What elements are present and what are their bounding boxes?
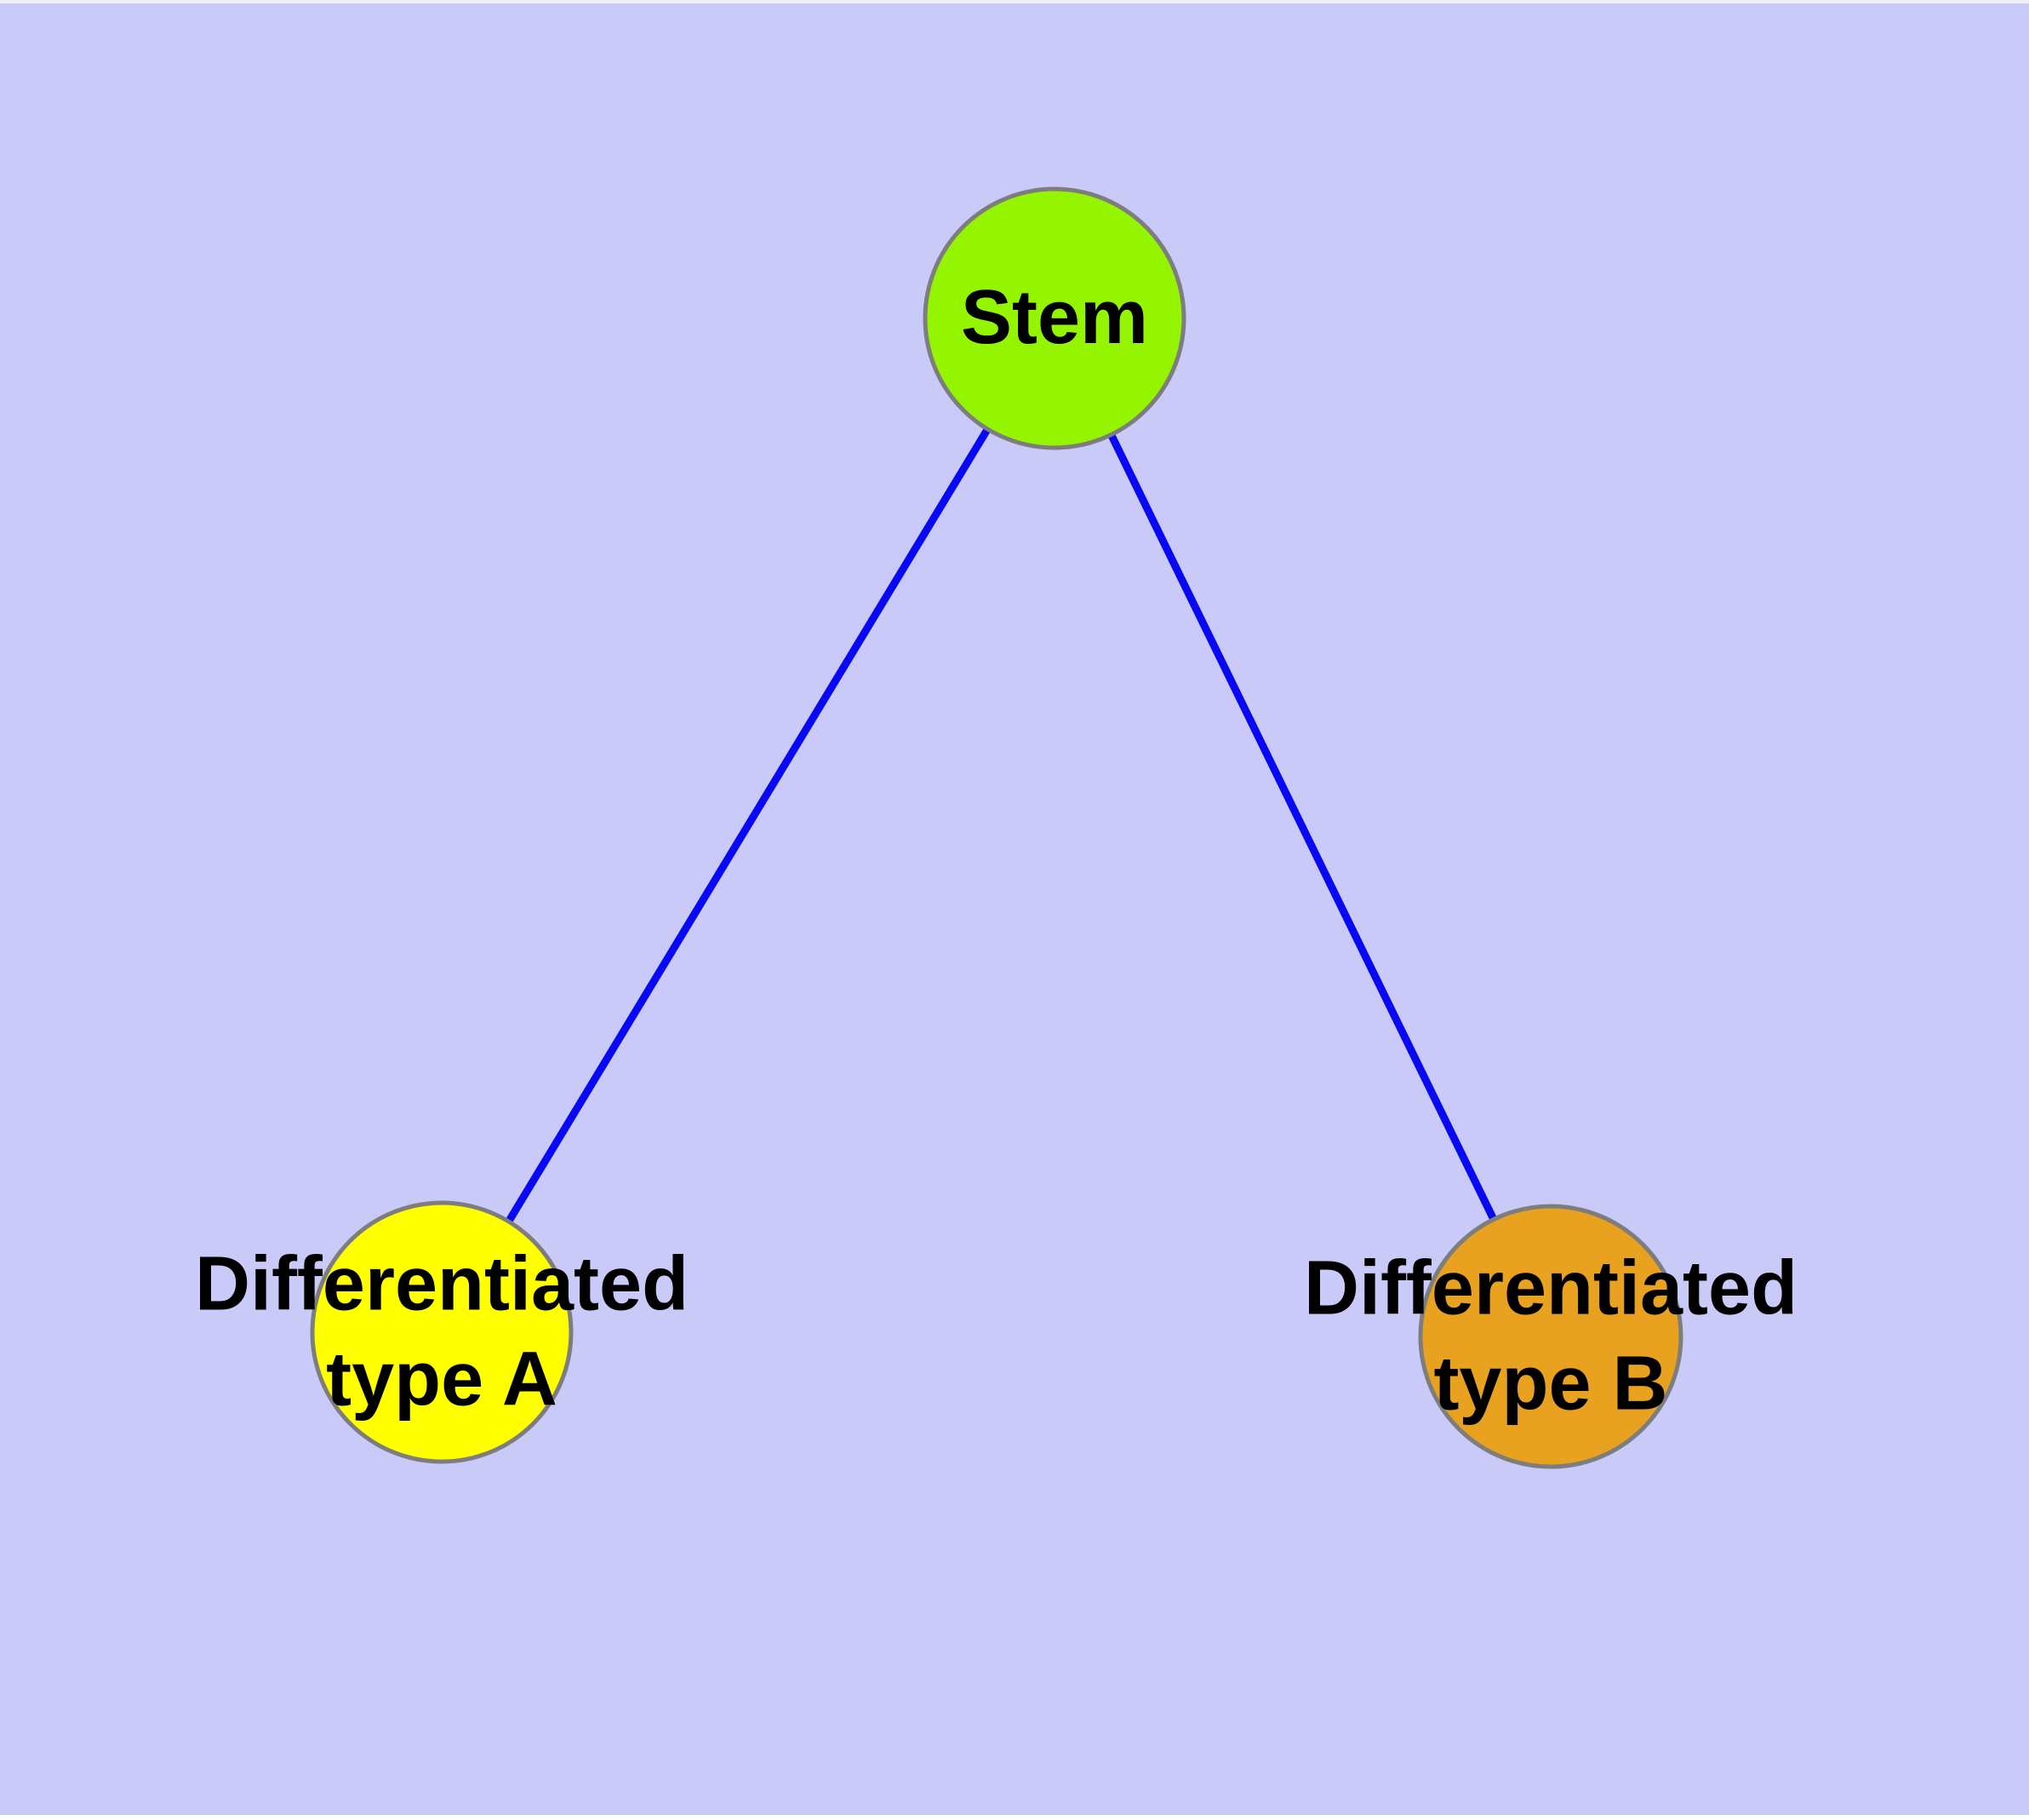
top-margin (0, 0, 2029, 3)
bottom-margin (0, 1815, 2029, 1820)
edge-stem-to-type-b (1107, 432, 1498, 1222)
type-b-node-circle (1418, 1204, 1683, 1469)
type-a-node-circle (310, 1200, 574, 1464)
edge-stem-to-type-a (505, 426, 992, 1224)
stem-node-circle (923, 186, 1186, 450)
